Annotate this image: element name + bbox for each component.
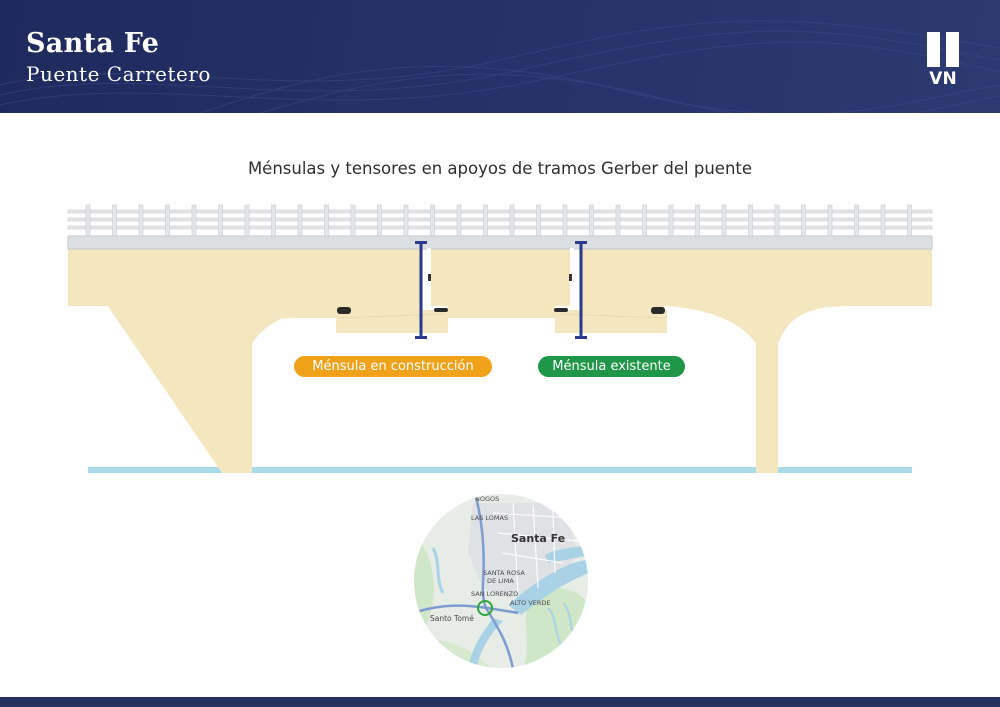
logo-bar-right [946, 32, 959, 67]
railing-post [589, 204, 594, 237]
map-label-san-lorenzo: SAN LORENZO [471, 590, 518, 598]
right-tensor [569, 241, 587, 339]
railing-post [430, 204, 435, 237]
railing-post [854, 204, 859, 237]
map-label-alto-verde: ALTO VERDE [510, 599, 551, 607]
header-pattern [0, 20, 1000, 113]
railing-post [642, 204, 647, 237]
location-map: NOGOS LAS LOMAS Santa Fe SANTA ROSA DE L… [413, 493, 589, 669]
central-span [430, 248, 570, 318]
railing-post [85, 204, 91, 237]
railing-post [668, 204, 674, 237]
label-construction: Ménsula en construcción [294, 356, 492, 377]
left-corbel [336, 310, 448, 333]
left-tensor [415, 241, 431, 339]
header-banner: Santa Fe Puente Carretero VN [0, 0, 1000, 113]
railing-post [748, 204, 753, 237]
bearing-left-inner [434, 308, 448, 312]
footer-bar [0, 697, 1000, 707]
left-span-body [68, 248, 420, 473]
railing-post [165, 204, 170, 237]
page-subtitle: Puente Carretero [26, 62, 211, 86]
bridge-diagram [67, 204, 933, 473]
railing-post [297, 204, 303, 237]
railing-post [536, 204, 541, 237]
left-corbel-line [337, 313, 446, 319]
label-existing: Ménsula existente [538, 356, 685, 377]
railing-post [483, 204, 488, 237]
railing-post [403, 204, 409, 237]
map-label-las-lomas: LAS LOMAS [471, 514, 508, 522]
railing-post [218, 204, 223, 237]
bridge-structure [68, 248, 932, 473]
map-label-santa-rosa-1: SANTA ROSA [483, 569, 525, 577]
railing-post [509, 204, 515, 237]
railing-post [112, 204, 117, 237]
logo-bar-left [927, 32, 940, 67]
map-label-top: NOGOS [475, 495, 499, 503]
bearing-right-outer [651, 307, 665, 314]
railing-post [721, 204, 727, 237]
right-span [580, 248, 932, 473]
bearing-left-outer [337, 307, 351, 314]
bridge-railing [67, 204, 933, 237]
railing-post [562, 204, 568, 237]
railing-post [456, 204, 462, 237]
map-label-santo-tome: Santo Tomé [430, 614, 474, 623]
railing-post [271, 204, 276, 237]
vn-logo: VN [926, 32, 960, 90]
logo-text: VN [929, 69, 957, 89]
bridge-deck [67, 235, 933, 250]
right-corbel [555, 310, 667, 333]
page-title: Santa Fe [26, 28, 160, 59]
railing-post [774, 204, 780, 237]
diagram-title: Ménsulas y tensores en apoyos de tramos … [247, 159, 753, 178]
railing-post [244, 204, 250, 237]
bridge-location-marker [477, 600, 493, 616]
map-label-santa-fe: Santa Fe [511, 532, 565, 545]
railing-post [827, 204, 833, 237]
railing-post [377, 204, 382, 237]
railing-post [907, 204, 912, 237]
railing-post [350, 204, 356, 237]
railing-post [191, 204, 197, 237]
bearing-right-inner [554, 308, 568, 312]
river-water [88, 467, 912, 473]
right-corbel-line [557, 313, 666, 319]
map-label-santa-rosa-2: DE LIMA [487, 577, 514, 585]
railing-post [695, 204, 700, 237]
railing-post [324, 204, 329, 237]
railing-post [615, 204, 621, 237]
railing-post [138, 204, 144, 237]
railing-post [880, 204, 886, 237]
railing-post [801, 204, 806, 237]
